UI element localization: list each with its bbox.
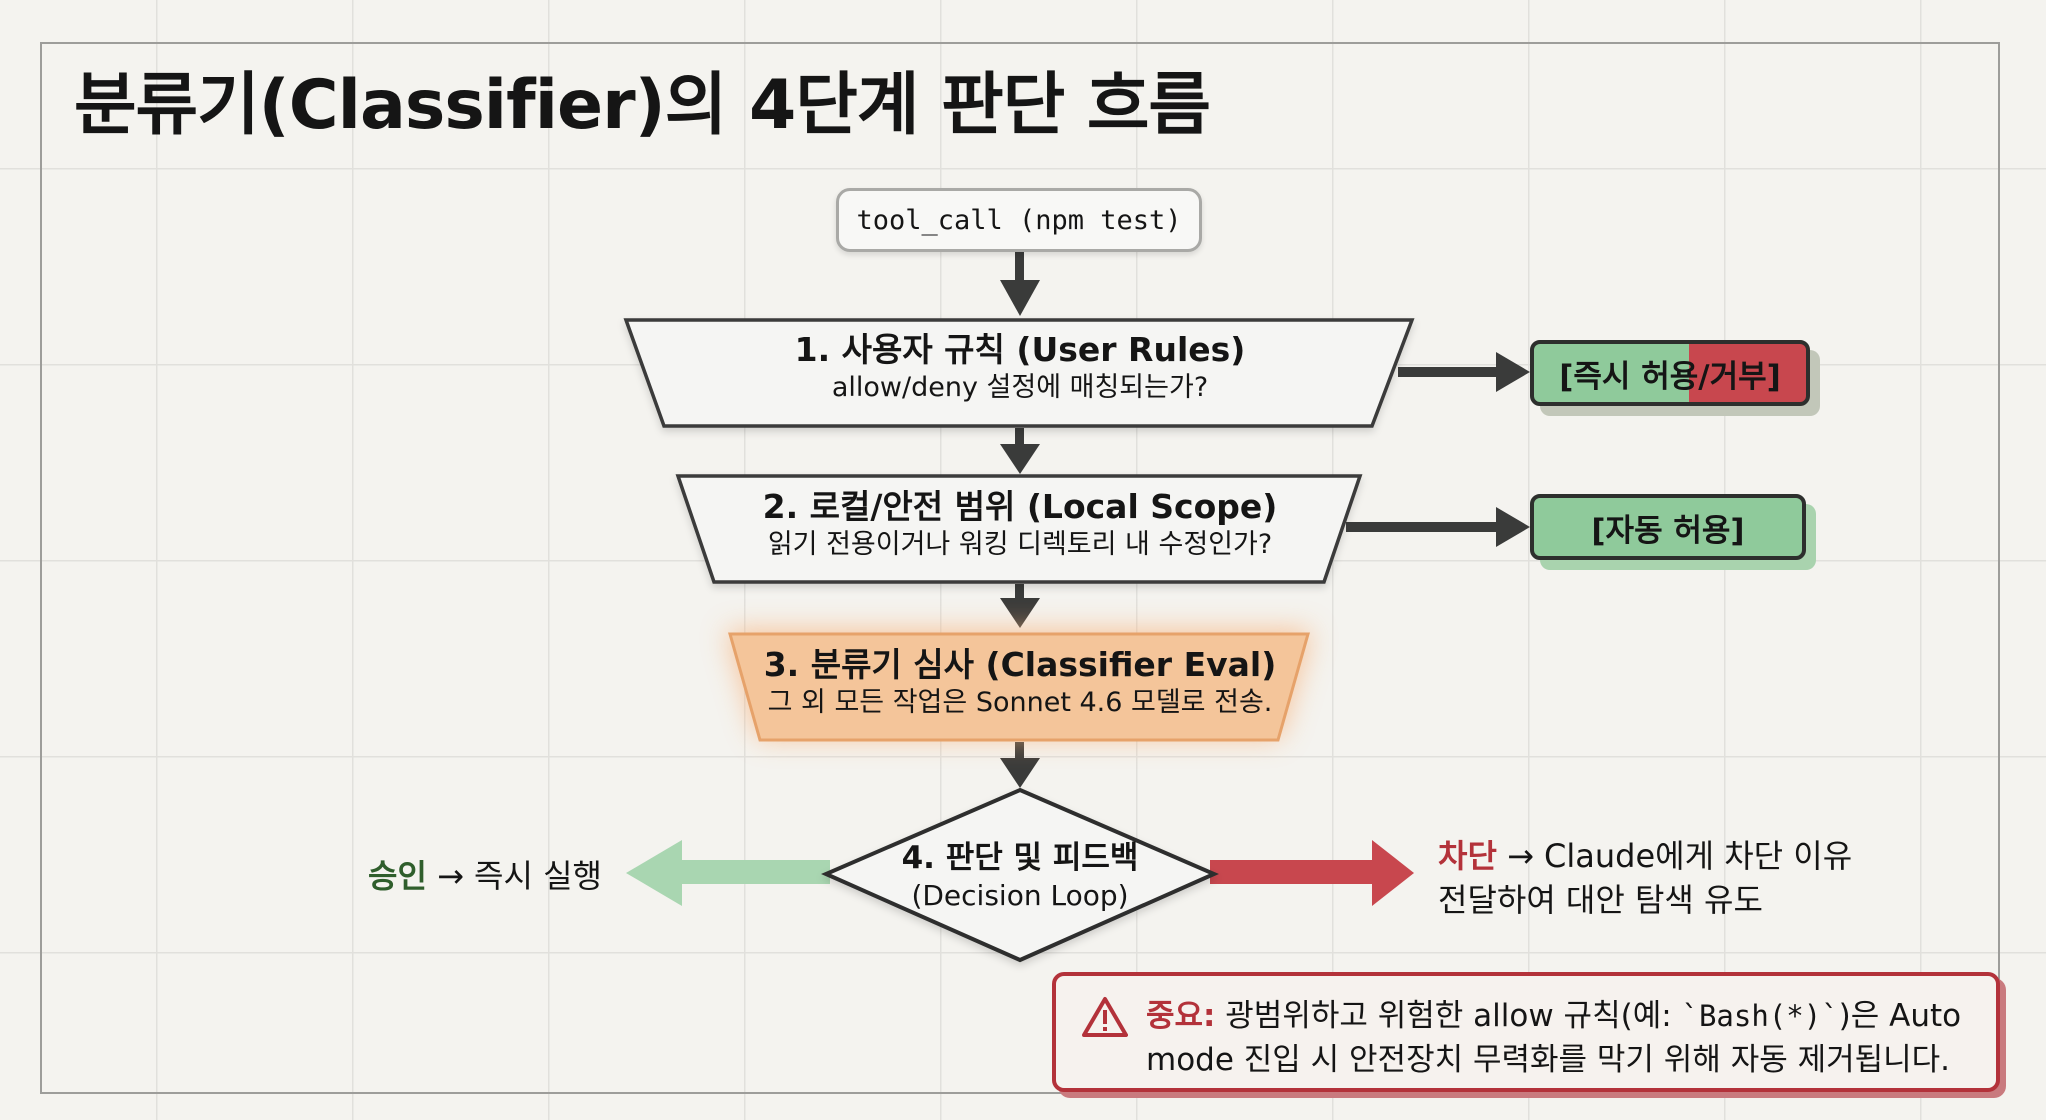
step-3-node: 3. 분류기 심사 (Classifier Eval) 그 외 모든 작업은 S… bbox=[740, 645, 1300, 721]
approve-label: 승인 bbox=[368, 857, 427, 895]
diagram-frame bbox=[40, 42, 2000, 1094]
block-text: → Claude에게 차단 이유 bbox=[1496, 837, 1853, 875]
approve-outcome: 승인 → 즉시 실행 bbox=[368, 854, 602, 898]
step-4-shape bbox=[821, 787, 1219, 963]
page-title: 분류기(Classifier)의 4단계 판단 흐름 bbox=[74, 66, 1211, 145]
down-connectors bbox=[1000, 252, 1040, 788]
step-1-title: 1. 사용자 규칙 (User Rules) bbox=[794, 330, 1246, 369]
block-label: 차단 bbox=[1438, 837, 1497, 875]
step-2-node: 2. 로컬/안전 범위 (Local Scope) 읽기 전용이거나 워킹 디렉… bbox=[700, 487, 1340, 563]
warning-icon bbox=[1082, 997, 1128, 1037]
approve-text: → 즉시 실행 bbox=[426, 857, 602, 895]
step-1-subtitle: allow/deny 설정에 매칭되는가? bbox=[831, 372, 1209, 403]
step-4-node: 4. 판단 및 피드백 (Decision Loop) bbox=[880, 838, 1160, 914]
approve-arrow bbox=[626, 840, 830, 906]
start-node: tool_call (npm test) bbox=[836, 188, 1202, 252]
step-1-node: 1. 사용자 규칙 (User Rules) allow/deny 설정에 매칭… bbox=[660, 330, 1380, 406]
step-2-title: 2. 로컬/안전 범위 (Local Scope) bbox=[762, 487, 1278, 526]
note-code: `Bash(*)` bbox=[1681, 999, 1839, 1033]
step-3-shape bbox=[728, 632, 1310, 742]
note-text-after: )은 Auto mode 진입 시 안전장치 무력화를 막기 위해 자동 제거됩… bbox=[1146, 998, 1962, 1078]
step-2-shape bbox=[675, 474, 1363, 584]
note-text-before: 광범위하고 위험한 allow 규칙(예: bbox=[1215, 998, 1682, 1034]
rules-result-label: [즉시 허용/거부] bbox=[1559, 358, 1781, 395]
step-3-title: 3. 분류기 심사 (Classifier Eval) bbox=[763, 645, 1277, 684]
step-4-subtitle: (Decision Loop) bbox=[911, 879, 1129, 912]
block-text-line2: 전달하여 대안 탐색 유도 bbox=[1438, 881, 1763, 919]
block-outcome: 차단 → Claude에게 차단 이유 전달하여 대안 탐색 유도 bbox=[1438, 834, 1852, 922]
important-note: 중요: 광범위하고 위험한 allow 규칙(예: `Bash(*)`)은 Au… bbox=[1052, 972, 2000, 1092]
start-node-label: tool_call (npm test) bbox=[856, 204, 1182, 236]
block-arrow bbox=[1210, 840, 1414, 906]
step-2-subtitle: 읽기 전용이거나 워킹 디렉토리 내 수정인가? bbox=[767, 529, 1273, 560]
rules-result-box: [즉시 허용/거부] bbox=[1530, 340, 1810, 406]
side-arrows bbox=[1346, 352, 1530, 547]
step-1-shape bbox=[623, 318, 1415, 428]
note-label: 중요: bbox=[1146, 998, 1216, 1034]
step-3-subtitle: 그 외 모든 작업은 Sonnet 4.6 모델로 전송. bbox=[767, 687, 1273, 718]
scope-result-label: [자동 허용] bbox=[1591, 512, 1745, 549]
step-4-title: 4. 판단 및 피드백 bbox=[901, 840, 1139, 876]
scope-result-box: [자동 허용] bbox=[1530, 494, 1806, 560]
